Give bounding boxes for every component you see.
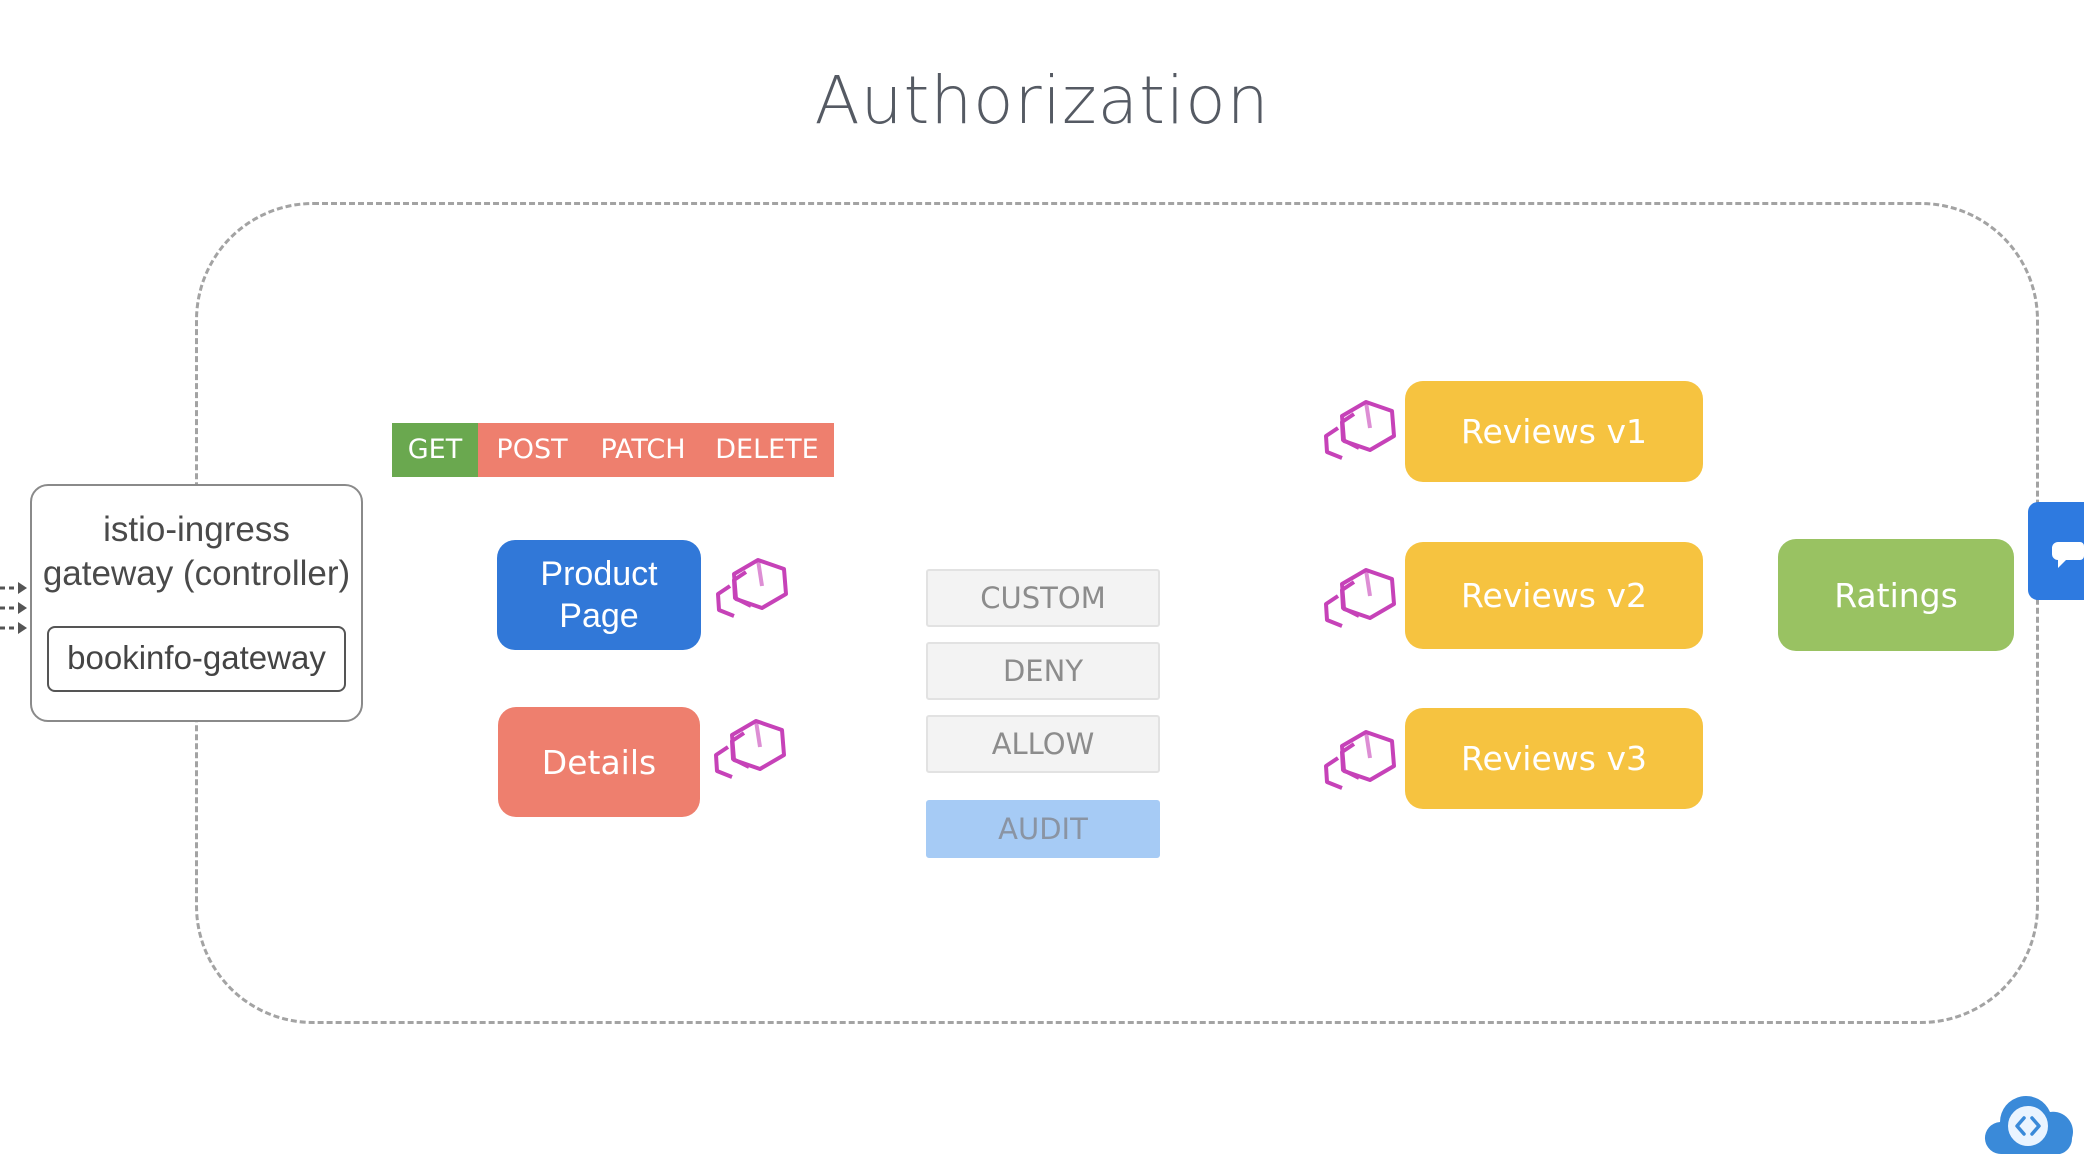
diagram-title: Authorization <box>814 62 1270 139</box>
cloud-code-icon <box>1984 1096 2073 1155</box>
envoy-proxy-icon <box>716 558 788 618</box>
service-product-page: Product Page <box>497 540 701 650</box>
product-page-line2: Page <box>559 597 639 635</box>
ingress-gateway-box: istio-ingress gateway (controller) booki… <box>30 484 363 722</box>
service-reviews-v3: Reviews v3 <box>1405 708 1703 809</box>
service-details: Details <box>498 707 700 817</box>
method-post: POST <box>478 423 586 477</box>
chat-bubble-icon <box>2052 542 2084 568</box>
service-ratings: Ratings <box>1778 539 2014 651</box>
product-page-line1: Product <box>540 555 658 593</box>
ingress-title-line1: istio-ingress <box>103 510 290 549</box>
bookinfo-gateway: bookinfo-gateway <box>47 626 346 692</box>
ingress-title-line2: gateway (controller) <box>42 554 351 593</box>
envoy-proxy-icon <box>1324 568 1396 628</box>
envoy-proxy-icon <box>714 719 786 779</box>
policy-allow: ALLOW <box>926 715 1160 773</box>
envoy-proxy-icon <box>1324 730 1396 790</box>
ingress-gateway-title: istio-ingress gateway (controller) <box>32 508 361 596</box>
side-feedback-tab[interactable] <box>2028 502 2084 600</box>
service-reviews-v2: Reviews v2 <box>1405 542 1703 649</box>
service-reviews-v1: Reviews v1 <box>1405 381 1703 482</box>
policy-deny: DENY <box>926 642 1160 700</box>
method-get: GET <box>392 423 478 477</box>
method-patch: PATCH <box>586 423 700 477</box>
envoy-proxy-icon <box>1324 400 1396 460</box>
policy-audit: AUDIT <box>926 800 1160 858</box>
method-delete: DELETE <box>700 423 834 477</box>
policy-custom: CUSTOM <box>926 569 1160 627</box>
incoming-arrows <box>0 582 27 634</box>
